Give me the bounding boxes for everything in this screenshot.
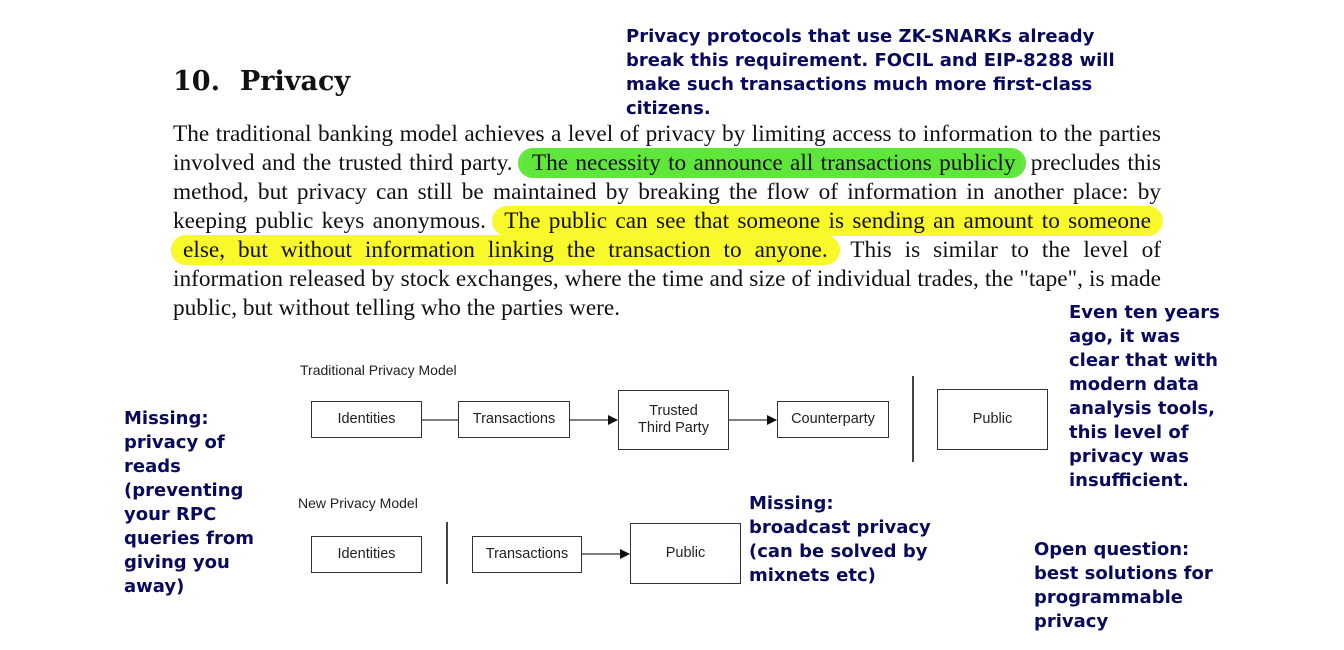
divider-traditional <box>912 376 914 462</box>
annotation-open-question: Open question: best solutions for progra… <box>1034 539 1213 632</box>
box-counterparty: Counterparty <box>777 401 889 438</box>
annotation-ten-years: Even ten years ago, it was clear that wi… <box>1069 302 1220 491</box>
section-number: 10. <box>173 66 220 97</box>
box-transactions-traditional: Transactions <box>458 401 570 438</box>
box-identities-traditional: Identities <box>311 401 422 438</box>
section-heading: 10. Privacy <box>173 66 350 97</box>
annotation-zk-snarks: Privacy protocols that use ZK-SNARKs alr… <box>626 26 1115 119</box>
divider-new-left <box>446 522 448 584</box>
paragraph-text-3: This is similar to the level of informat… <box>173 237 1162 321</box>
paragraph-text-1: The traditional banking model achieves a… <box>173 121 1161 176</box>
annotation-broadcast-privacy: Missing: broadcast privacy (can be solve… <box>749 493 931 586</box>
annotation-reads-privacy: Missing: privacy of reads (preventing yo… <box>124 408 254 597</box>
new-model-title: New Privacy Model <box>298 495 418 511</box>
box-trusted-third-party: Trusted Third Party <box>618 390 729 450</box>
box-public-traditional: Public <box>937 389 1048 450</box>
highlight-green: The necessity to announce all transactio… <box>519 150 1024 176</box>
traditional-model-title: Traditional Privacy Model <box>300 362 457 378</box>
box-identities-new: Identities <box>311 536 422 573</box>
body-paragraph: The traditional banking model achieves a… <box>173 120 1161 323</box>
paragraph-text-2: precludes this method, but privacy can s… <box>173 150 1162 234</box>
box-public-new: Public <box>630 523 741 584</box>
section-title: Privacy <box>239 66 351 97</box>
box-transactions-new: Transactions <box>472 536 582 573</box>
